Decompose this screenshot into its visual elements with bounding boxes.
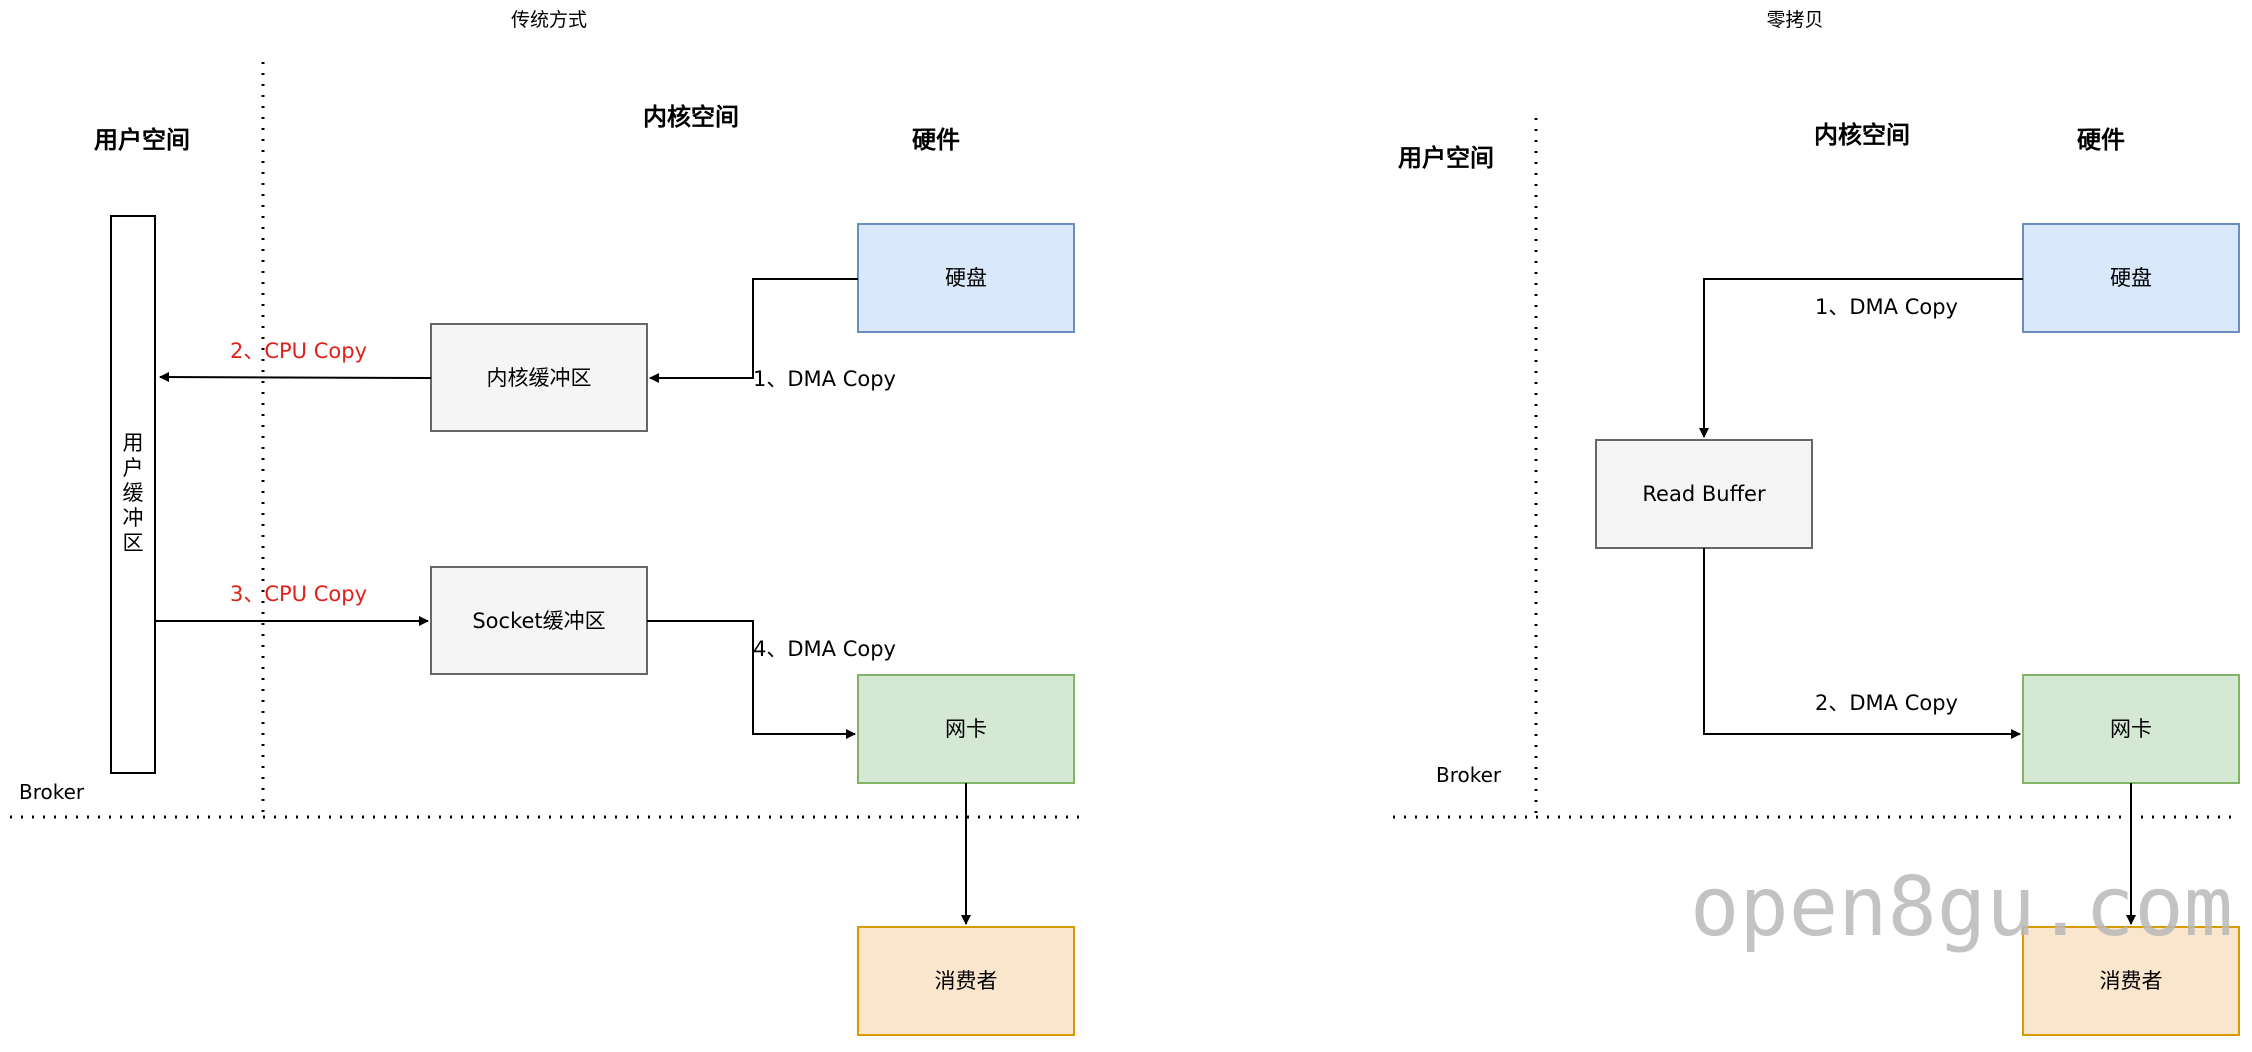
user-buffer-char: 区 — [123, 531, 144, 555]
zero-copy-diagram-right: 用户空间 内核空间 硬件 硬盘 Read Buffer 网卡 消费者 1、DMA… — [1393, 118, 2240, 1036]
nic-label: 网卡 — [2110, 717, 2152, 741]
node-disk-right[interactable]: 硬盘 — [2022, 223, 2240, 333]
user-buffer-char: 户 — [123, 456, 144, 480]
region-hardware-right: 硬件 — [2077, 126, 2125, 154]
title-zero-copy: 零拷贝 — [1766, 9, 1823, 31]
socket-buffer-label: Socket缓冲区 — [472, 609, 605, 633]
read-buffer-label: Read Buffer — [1642, 482, 1766, 506]
user-buffer-char: 冲 — [123, 506, 144, 530]
node-consumer[interactable]: 消费者 — [857, 926, 1075, 1036]
consumer-label: 消费者 — [935, 969, 998, 993]
edge-socket-buffer-to-nic — [647, 620, 856, 739]
disk-label: 硬盘 — [945, 266, 987, 290]
broker-label-right: Broker — [1436, 763, 1502, 787]
node-socket-buffer[interactable]: Socket缓冲区 — [430, 566, 648, 675]
edge-kernel-buffer-to-user-buffer — [159, 372, 432, 383]
edge-label-dma-copy-1: 1、DMA Copy — [753, 367, 896, 391]
region-user-space: 用户空间 — [94, 126, 190, 154]
edge-label-dma-copy-1-right: 1、DMA Copy — [1815, 295, 1958, 319]
region-user-space-right: 用户空间 — [1398, 144, 1494, 172]
watermark: open8gu.com — [1690, 860, 2233, 955]
traditional-diagram: 用户空间 内核空间 硬件 用 户 缓 冲 区 硬盘 内核缓冲区 Socket缓冲… — [10, 62, 1080, 1036]
edge-label-dma-copy-2-right: 2、DMA Copy — [1815, 691, 1958, 715]
edge-disk-to-kernel-buffer — [649, 278, 858, 383]
node-nic[interactable]: 网卡 — [857, 674, 1075, 784]
region-kernel-space: 内核空间 — [643, 103, 739, 131]
node-disk[interactable]: 硬盘 — [857, 223, 1075, 333]
node-kernel-buffer[interactable]: 内核缓冲区 — [430, 323, 648, 432]
disk-label: 硬盘 — [2110, 266, 2152, 290]
kernel-buffer-label: 内核缓冲区 — [487, 366, 592, 390]
edge-disk-to-read-buffer — [1699, 278, 2023, 438]
edge-read-buffer-to-nic — [1703, 548, 2021, 739]
edge-label-dma-copy-4: 4、DMA Copy — [753, 637, 896, 661]
node-read-buffer[interactable]: Read Buffer — [1595, 439, 1813, 549]
edge-label-cpu-copy-2: 2、CPU Copy — [230, 339, 367, 363]
title-traditional: 传统方式 — [511, 9, 587, 31]
node-nic-right[interactable]: 网卡 — [2022, 674, 2240, 784]
nic-label: 网卡 — [945, 717, 987, 741]
consumer-label: 消费者 — [2100, 969, 2163, 993]
region-hardware: 硬件 — [912, 126, 960, 154]
broker-label: Broker — [19, 780, 85, 804]
node-user-buffer[interactable]: 用 户 缓 冲 区 — [110, 215, 156, 774]
user-buffer-char: 用 — [123, 431, 144, 455]
region-kernel-space-right: 内核空间 — [1814, 121, 1910, 149]
node-consumer-right[interactable]: 消费者 — [2022, 926, 2240, 1036]
edge-label-cpu-copy-3: 3、CPU Copy — [230, 582, 367, 606]
user-buffer-char: 缓 — [123, 481, 144, 505]
